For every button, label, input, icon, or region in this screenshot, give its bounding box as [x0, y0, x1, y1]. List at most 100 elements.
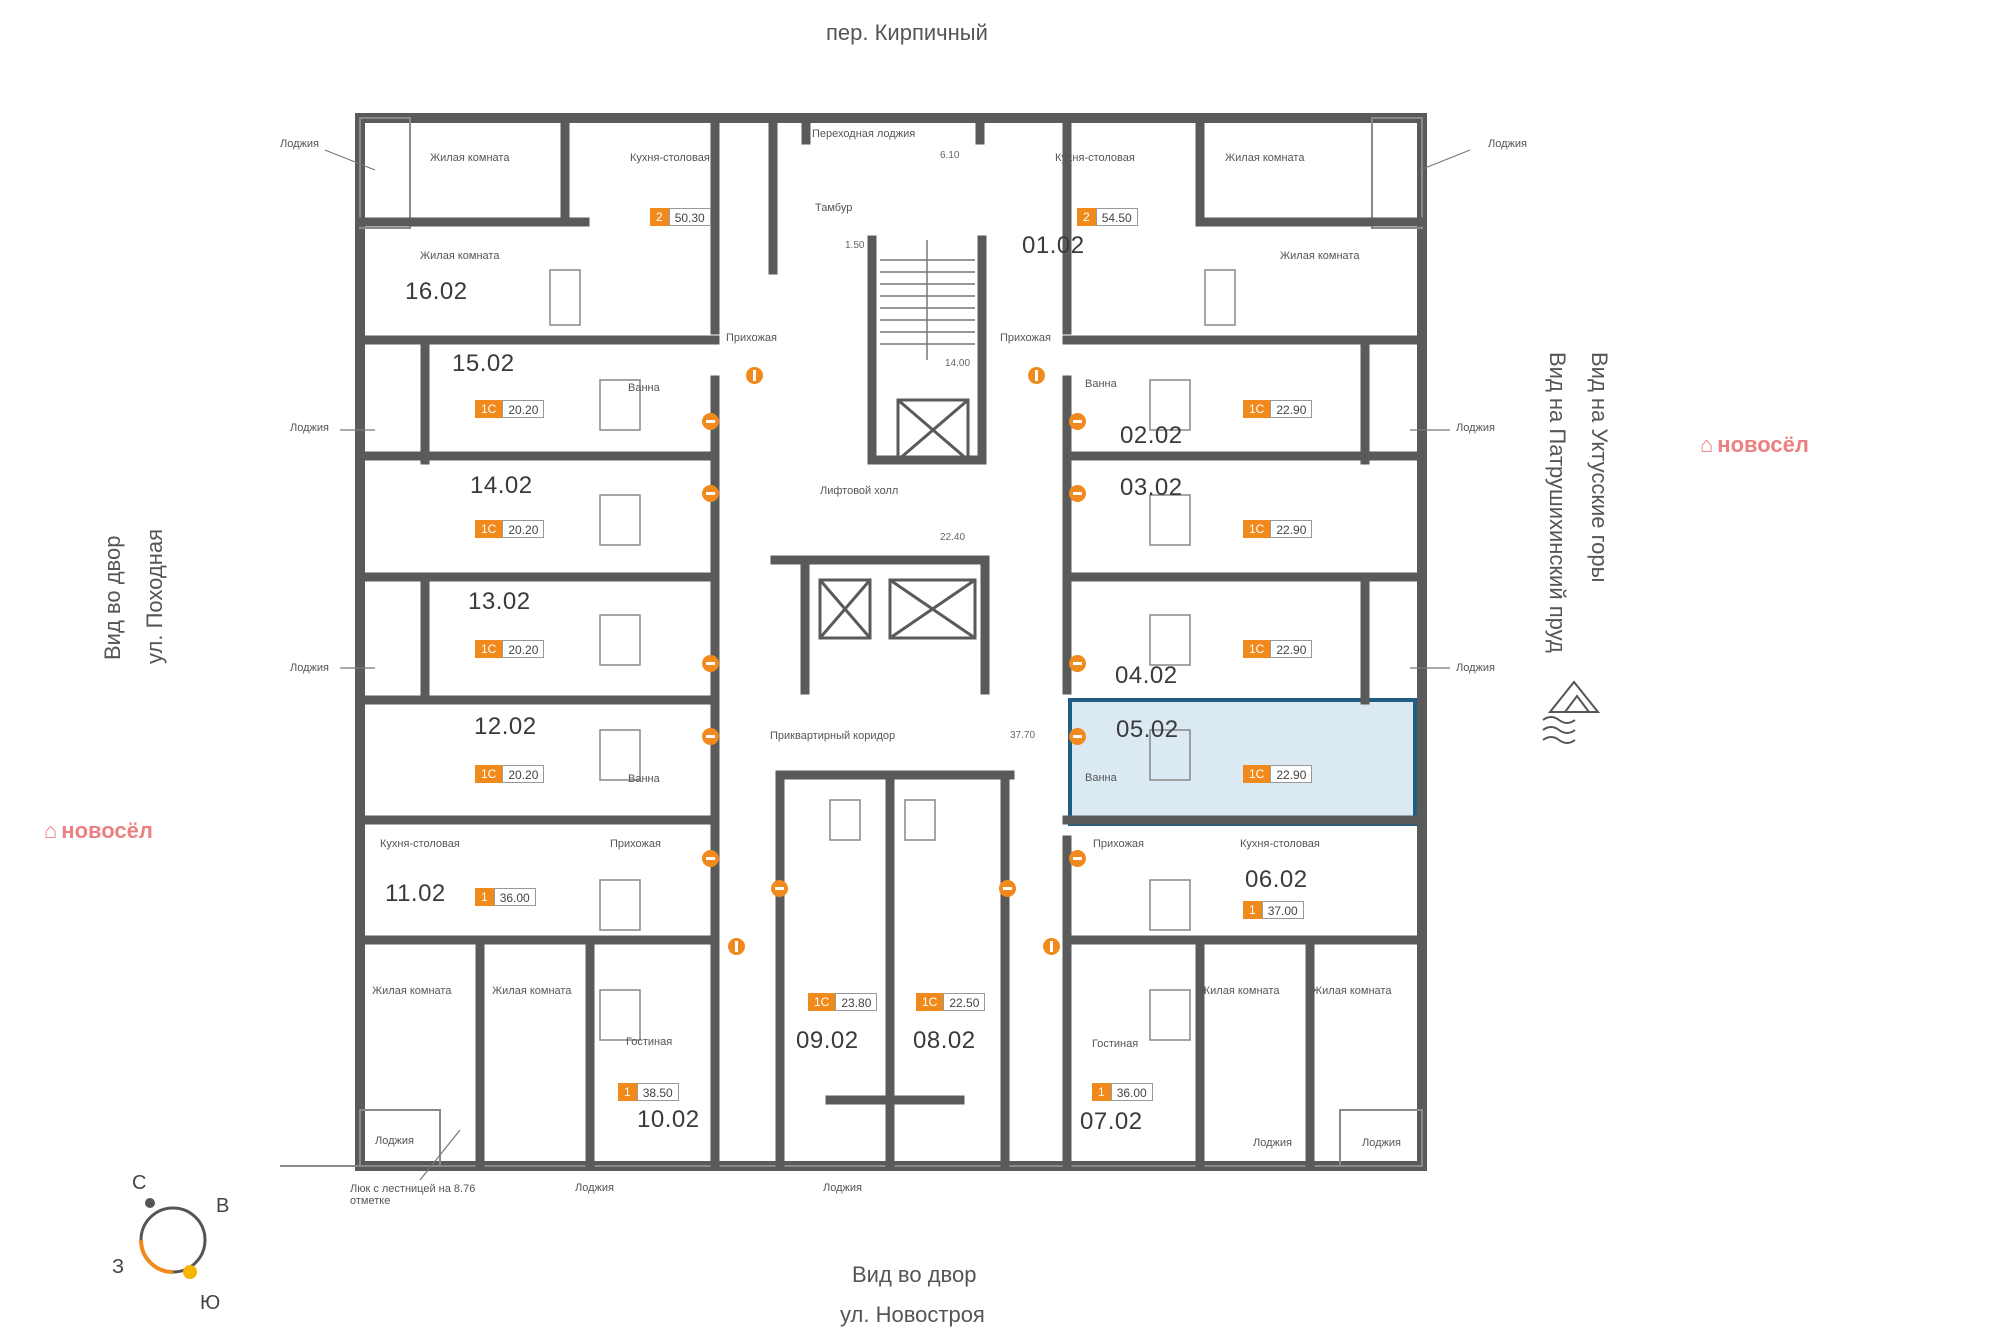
vestibule-area: 6.10	[940, 150, 960, 161]
unit-number[interactable]: 01.02	[1022, 232, 1085, 259]
logo-house-icon: ⌂	[44, 818, 58, 843]
unit-number[interactable]: 14.02	[470, 472, 533, 499]
street-bottom: ул. Новостроя	[840, 1302, 985, 1327]
compass-east: В	[216, 1195, 230, 1217]
lift-hall-label: Лифтовой холл	[820, 485, 899, 497]
room-label: Лоджия	[1488, 138, 1527, 150]
room-label: Жилая комната	[420, 250, 500, 262]
room-label: Жилая комната	[492, 985, 572, 997]
entry-marker	[728, 938, 745, 955]
door-marker	[702, 485, 719, 502]
vestibule-label: Переходная лоджия	[812, 128, 916, 140]
watermark-logo: ⌂ новосёл	[1700, 432, 1809, 457]
room-label: Кухня-столовая	[1240, 838, 1320, 850]
room-label: Жилая комната	[372, 985, 452, 997]
street-bottom-view: Вид во двор	[852, 1262, 977, 1287]
lift-hall-area: 22.40	[940, 532, 966, 543]
unit-number[interactable]: 16.02	[405, 278, 468, 305]
unit-number[interactable]: 06.02	[1245, 866, 1308, 893]
room-label: Ванна	[628, 382, 660, 394]
tambour-label: Тамбур	[815, 202, 853, 214]
room-label: Жилая комната	[1280, 250, 1360, 262]
door-marker	[702, 413, 719, 430]
unit-number[interactable]: 13.02	[468, 588, 531, 615]
door-marker	[771, 880, 788, 897]
room-label: Лоджия	[290, 662, 329, 674]
room-label: Лоджия	[1456, 662, 1495, 674]
unit-number[interactable]: 08.02	[913, 1027, 976, 1054]
unit-number[interactable]: 07.02	[1080, 1108, 1143, 1135]
room-label: Кухня-столовая	[630, 152, 710, 164]
unit-number[interactable]: 15.02	[452, 350, 515, 377]
room-label: Лоджия	[290, 422, 329, 434]
unit-number[interactable]: 11.02	[385, 880, 446, 907]
unit-number[interactable]: 10.02	[637, 1106, 700, 1133]
room-label: Лоджия	[575, 1182, 614, 1194]
unit-number[interactable]: 05.02	[1116, 716, 1179, 743]
room-label: Лоджия	[1362, 1137, 1401, 1149]
room-label: Прихожая	[610, 838, 661, 850]
logo-house-icon: ⌂	[1700, 432, 1714, 457]
unit-number[interactable]: 09.02	[796, 1027, 859, 1054]
watermark-logo: ⌂ новосёл	[44, 818, 153, 843]
room-label: Гостиная	[1092, 1038, 1139, 1050]
room-label: Лоджия	[280, 138, 319, 150]
compass-south: Ю	[200, 1292, 221, 1314]
room-label: Лоджия	[823, 1182, 862, 1194]
room-label: Ванна	[628, 773, 660, 785]
entry-marker	[1028, 367, 1045, 384]
street-top: пер. Кирпичный	[826, 20, 988, 45]
tambour-area: 1.50	[845, 240, 865, 251]
door-marker	[999, 880, 1016, 897]
entry-marker	[1043, 938, 1060, 955]
unit-number[interactable]: 03.02	[1120, 474, 1183, 501]
hatch-label: Люк с лестницей на 8.76 отметке	[350, 1183, 476, 1207]
compass-north: С	[132, 1172, 147, 1194]
compass-west: З	[112, 1256, 125, 1278]
room-label: Прихожая	[726, 332, 777, 344]
door-marker	[702, 655, 719, 672]
room-label: Жилая комната	[1312, 985, 1392, 997]
unit-number[interactable]: 12.02	[474, 713, 537, 740]
selected-unit-highlight	[1068, 698, 1417, 826]
stair-area: 14.00	[945, 358, 971, 369]
door-marker	[1069, 728, 1086, 745]
unit-number[interactable]: 02.02	[1120, 422, 1183, 449]
room-label: Кухня-столовая	[380, 838, 460, 850]
room-label: Жилая комната	[1225, 152, 1305, 164]
room-label: Гостиная	[626, 1036, 673, 1048]
room-label: Лоджия	[375, 1135, 414, 1147]
door-marker	[1069, 413, 1086, 430]
entry-marker	[746, 367, 763, 384]
door-marker	[702, 728, 719, 745]
room-label: Прихожая	[1093, 838, 1144, 850]
door-marker	[1069, 485, 1086, 502]
door-marker	[702, 850, 719, 867]
room-label: Кухня-столовая	[1055, 152, 1135, 164]
room-label: Лоджия	[1456, 422, 1495, 434]
corridor-area: 37.70	[1010, 730, 1036, 741]
room-label: Прихожая	[1000, 332, 1051, 344]
room-label: Жилая комната	[1200, 985, 1280, 997]
room-label: Лоджия	[1253, 1137, 1292, 1149]
unit-number[interactable]: 04.02	[1115, 662, 1178, 689]
door-marker	[1069, 655, 1086, 672]
room-label: Жилая комната	[430, 152, 510, 164]
door-marker	[1069, 850, 1086, 867]
